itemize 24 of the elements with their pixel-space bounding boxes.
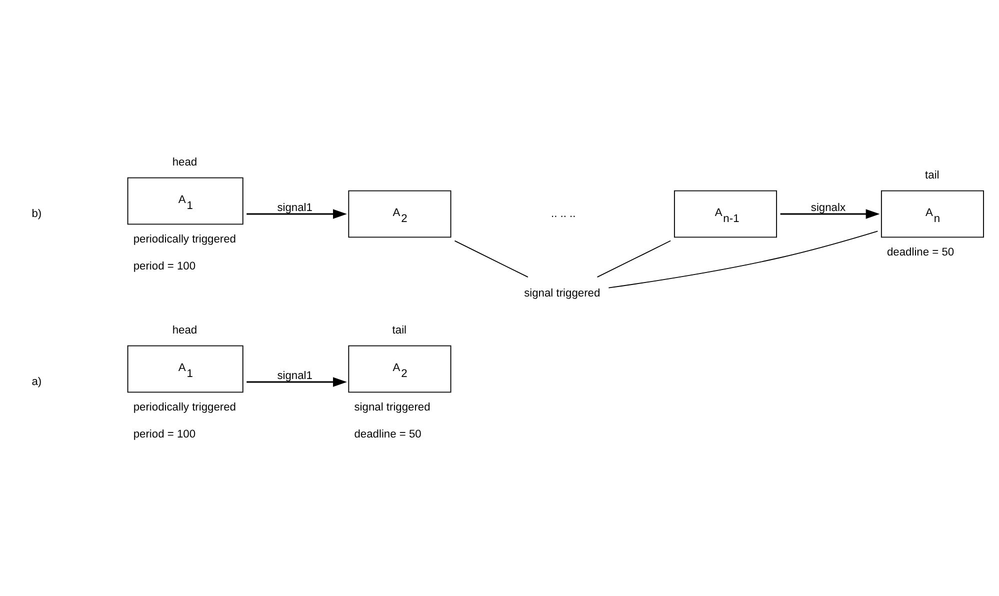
connector (608, 230, 878, 288)
edge-label: signalx (810, 202, 846, 214)
edge-label: signal1 (277, 202, 312, 214)
node-label: head (172, 324, 198, 336)
node-label: period = 100 (133, 428, 196, 440)
node-label: deadline = 50 (354, 428, 422, 440)
node-text: signal triggered (524, 288, 600, 300)
label: .. .. .. (551, 208, 576, 220)
node-label: tail (392, 324, 407, 336)
node-label: signal triggered (354, 401, 430, 414)
node-label: deadline = 50 (887, 246, 954, 258)
arrow (780, 209, 880, 219)
edge-label: signal1 (277, 370, 312, 382)
connector (596, 240, 672, 278)
node-label: head (172, 156, 198, 168)
node-label: periodically triggered (133, 401, 236, 414)
arrow (246, 377, 347, 387)
label: a) (32, 376, 42, 388)
node-label: period = 100 (133, 260, 196, 272)
node-label: tail (925, 169, 940, 182)
node-label: periodically triggered (133, 233, 236, 246)
arrow (246, 209, 347, 219)
label: b) (32, 208, 42, 220)
connector (454, 240, 528, 278)
